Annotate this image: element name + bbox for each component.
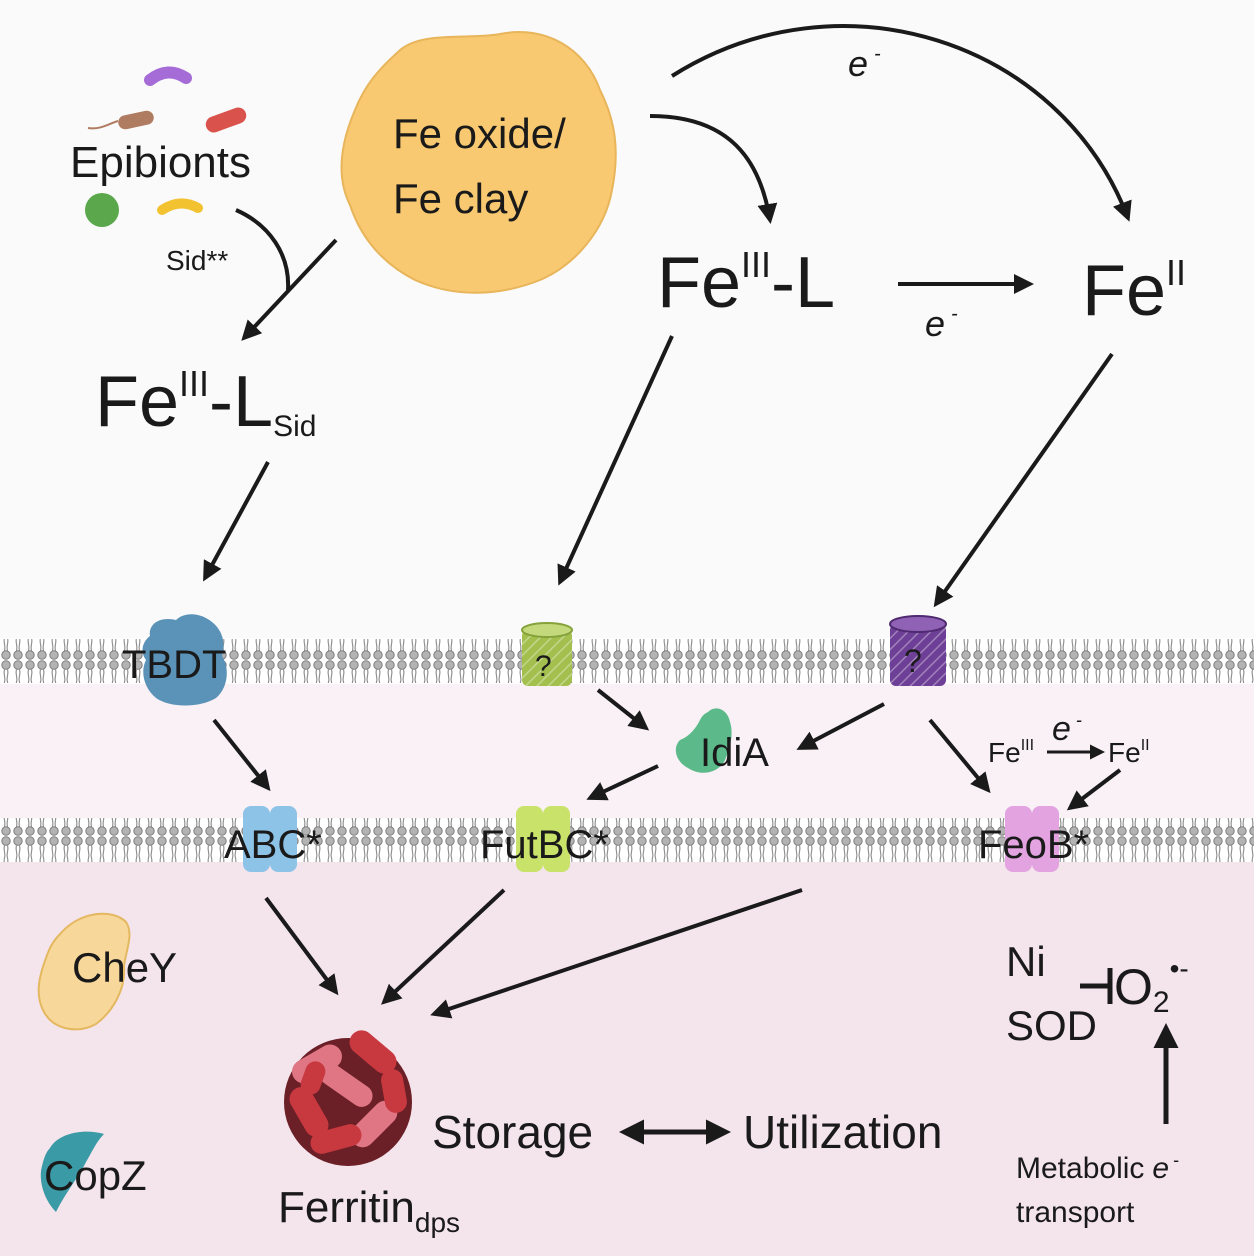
idia-label: IdiA [700, 731, 769, 775]
sod-label: SOD [1006, 1002, 1097, 1049]
fe3-ligand-label: FeIII-L [657, 243, 835, 323]
abc-label: ABC* [224, 823, 322, 867]
fe2-small-label: FeII [1108, 737, 1150, 768]
oxide-to-fe3Lsid-arrow [241, 238, 338, 341]
chey-label: CheY [72, 944, 177, 991]
fe2-label: FeII [1082, 251, 1186, 331]
fe-oxide-label-line1: Fe oxide/ [393, 110, 566, 157]
fe-oxide-label-line2: Fe clay [393, 175, 528, 222]
tbdt-icon [142, 614, 227, 706]
epibiont-yellow-icon [157, 198, 203, 215]
sid-inhibition-arc [235, 208, 291, 291]
epibiont-brown-icon [118, 110, 154, 130]
feob-icon-left [1005, 806, 1032, 872]
ferritin-label: Ferritindps [278, 1183, 460, 1238]
green-unknown-label: ? [535, 650, 552, 683]
futbc-transporter: FutBC* [480, 806, 609, 872]
futbc-label: FutBC* [480, 823, 609, 867]
oxide-to-fe3L-arrow [649, 114, 778, 224]
ferritin-complex [284, 1030, 412, 1166]
abc-transporter: ABC* [224, 806, 322, 872]
copz-label: CopZ [44, 1152, 147, 1199]
futbc-to-ferritin-arrow [381, 888, 506, 1005]
green-unknown-transporter: ? [521, 622, 573, 686]
fe2-small-to-feob-arrow [1066, 768, 1122, 811]
fe2-to-purple-transporter-arrow [933, 352, 1114, 608]
periplasm-region [0, 684, 1254, 818]
electron-small-label: e- [1052, 710, 1082, 748]
fe3-small-label: FeIII [988, 737, 1034, 768]
fe3Lsid-to-tbdt-arrow [203, 461, 270, 582]
copz-protein: CopZ [40, 1131, 147, 1212]
purple-to-idia-arrow [796, 702, 885, 750]
cytoplasm-region [0, 862, 1254, 1256]
abc-icon-right [270, 806, 297, 872]
ni-label: Ni [1006, 938, 1046, 985]
feob-transporter: FeoB* [978, 806, 1089, 872]
tbdt-label: TBDT [122, 643, 226, 687]
purple-unknown-label: ? [904, 643, 922, 679]
fe3-siderophore-label: FeIII-LSid [95, 362, 316, 443]
epibiont-red-icon [205, 107, 247, 133]
sid-label: Sid** [166, 245, 228, 276]
futbc-icon-left [516, 806, 543, 872]
green-to-idia-arrow [596, 688, 650, 731]
purple-to-feob-arrow [928, 718, 991, 794]
feob-to-ferritin-arrow [430, 888, 803, 1019]
epibiont-purple-icon [144, 66, 192, 86]
tbdt-transporter: TBDT [122, 614, 227, 706]
extracellular-region [0, 0, 1254, 638]
storage-label: Storage [432, 1106, 593, 1158]
epibiont-flagella-icon [87, 120, 119, 130]
tbdt-to-abc-arrow [212, 718, 271, 792]
idia-to-futbc-arrow [586, 764, 659, 801]
abc-to-ferritin-arrow [264, 896, 339, 996]
electron-top-label: e- [848, 43, 881, 84]
electron-mid-label: e- [925, 303, 958, 344]
copz-icon [40, 1131, 104, 1212]
chey-icon [37, 912, 131, 1031]
electron-arc-arrow [670, 24, 1132, 222]
futbc-icon-right [543, 806, 570, 872]
metabolic-label-line2: transport [1016, 1196, 1135, 1229]
superoxide-label: O2•- [1114, 953, 1189, 1019]
epibiont-green-icon [85, 193, 119, 227]
fe-oxide-particle: Fe oxide/ Fe clay [340, 31, 617, 294]
feob-label: FeoB* [978, 823, 1089, 867]
feob-icon-right [1032, 806, 1059, 872]
fe-oxide-blob [340, 31, 617, 294]
chey-protein: CheY [37, 912, 177, 1031]
epibionts-label: Epibionts [70, 138, 251, 187]
idia-protein: IdiA [675, 708, 769, 775]
fe3L-to-green-transporter-arrow [557, 335, 674, 586]
idia-icon [675, 708, 732, 773]
purple-unknown-transporter: ? [889, 615, 947, 686]
epibionts-group: Epibionts Sid** [70, 66, 251, 276]
abc-icon-left [243, 806, 270, 872]
utilization-label: Utilization [743, 1106, 942, 1158]
